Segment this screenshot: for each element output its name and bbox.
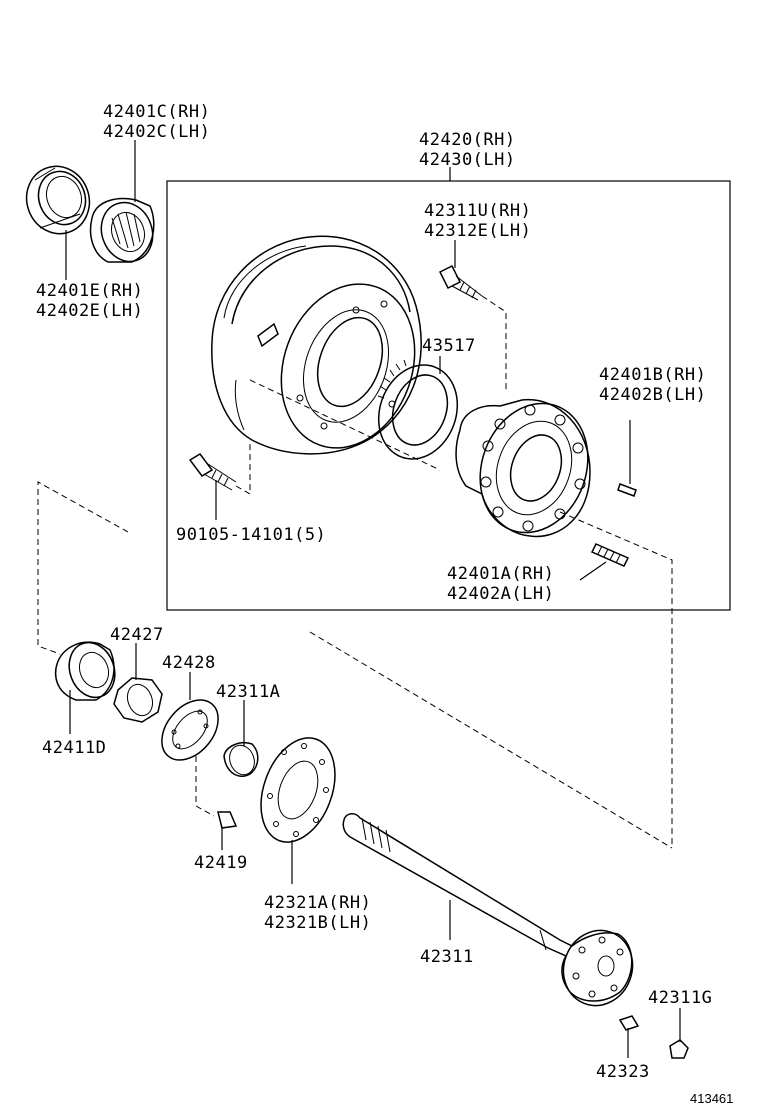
bearing-d [54, 641, 116, 701]
label-bearing-c-rh: 42401C(RH) [103, 102, 210, 122]
guide-shaft-axis [309, 631, 673, 849]
leader-stud-a [579, 561, 607, 581]
axle-hub [455, 399, 591, 538]
label-axle-shaft: 42311 [420, 947, 474, 967]
bearing-race-c [89, 197, 155, 263]
guide-left [37, 481, 129, 655]
label-drum-hub-rh: 42420(RH) [419, 130, 516, 150]
label-bearing-e-rh: 42401E(RH) [36, 281, 143, 301]
label-hub-bolt-rh: 42311U(RH) [424, 201, 531, 221]
label-drum-bolt: 90105-14101(5) [176, 525, 326, 545]
label-lock-washer: 42428 [162, 653, 216, 673]
gasket [260, 737, 336, 843]
label-drum-hub-lh: 42430(LH) [419, 150, 516, 170]
lock-washer [161, 699, 219, 761]
nut-small [618, 1015, 640, 1031]
label-screw: 42419 [194, 853, 248, 873]
label-gasket-rh: 42321A(RH) [264, 893, 371, 913]
label-stud-a-rh: 42401A(RH) [447, 564, 554, 584]
guide-screw [195, 756, 215, 817]
screw [217, 811, 238, 829]
label-lock-nut: 42427 [110, 625, 164, 645]
lock-nut [113, 677, 163, 723]
label-sensor-rotor: 43517 [422, 336, 476, 356]
label-pin-b-rh: 42401B(RH) [599, 365, 706, 385]
sensor-rotor [377, 359, 459, 460]
label-bearing-d: 42411D [42, 738, 106, 758]
label-nut-small: 42323 [596, 1062, 650, 1082]
pin-b [617, 483, 637, 497]
guide-hub-bolt [481, 295, 507, 392]
brake-drum [211, 235, 422, 455]
stud-a [590, 543, 630, 567]
guide-drum-bolt [235, 440, 251, 495]
guide-right-vertical [559, 511, 673, 848]
label-pin-b-lh: 42402B(LH) [599, 385, 706, 405]
guide-center-axis [249, 379, 441, 471]
hub-bolt-u [438, 264, 483, 301]
cone-washer [669, 1039, 689, 1059]
label-hub-bolt-lh: 42312E(LH) [424, 221, 531, 241]
bearing-race-e [25, 165, 91, 235]
label-gasket-lh: 42321B(LH) [264, 913, 371, 933]
collar [223, 742, 259, 777]
axle-shaft [342, 813, 634, 1007]
label-stud-a-lh: 42402A(LH) [447, 584, 554, 604]
drum-bolt [188, 453, 237, 491]
label-cone-washer: 42311G [648, 988, 712, 1008]
label-bearing-c-lh: 42402C(LH) [103, 122, 210, 142]
label-collar: 42311A [216, 682, 280, 702]
assembly-box [166, 180, 731, 611]
label-bearing-e-lh: 42402E(LH) [36, 301, 143, 321]
figure-number: 413461 [690, 1091, 733, 1106]
